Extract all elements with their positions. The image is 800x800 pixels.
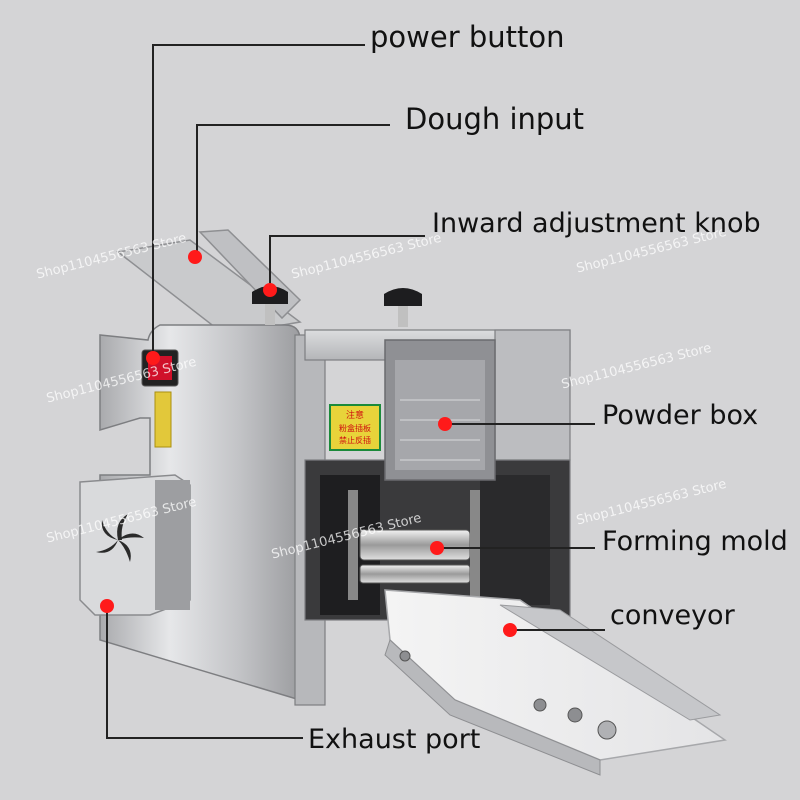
adjustment-knob-right [384,288,422,327]
label-dough-input: Dough input [405,102,585,136]
label-powder-box: Powder box [602,400,759,431]
label-inward-adjustment-knob: Inward adjustment knob [432,208,761,239]
label-power-button: power button [370,20,565,54]
sticker-line2: 禁止反插 [339,435,371,445]
leader-lines [106,44,605,739]
fan-vent-icon [96,514,144,562]
sticker-line1: 粉盒插板 [339,423,371,433]
marker-power [146,351,160,365]
marker-mold [430,541,444,555]
marker-exhaust [100,599,114,613]
marker-dots [100,250,517,637]
label-forming-mold: Forming mold [602,526,788,557]
marker-powder [438,417,452,431]
marker-knob [263,283,277,297]
label-conveyor: conveyor [610,600,735,631]
sticker-title: 注意 [346,409,364,421]
warning-sticker [329,404,381,451]
marker-conveyor [503,623,517,637]
marker-dough [188,250,202,264]
dough-input-tray [116,239,302,336]
label-exhaust-port: Exhaust port [308,724,481,755]
